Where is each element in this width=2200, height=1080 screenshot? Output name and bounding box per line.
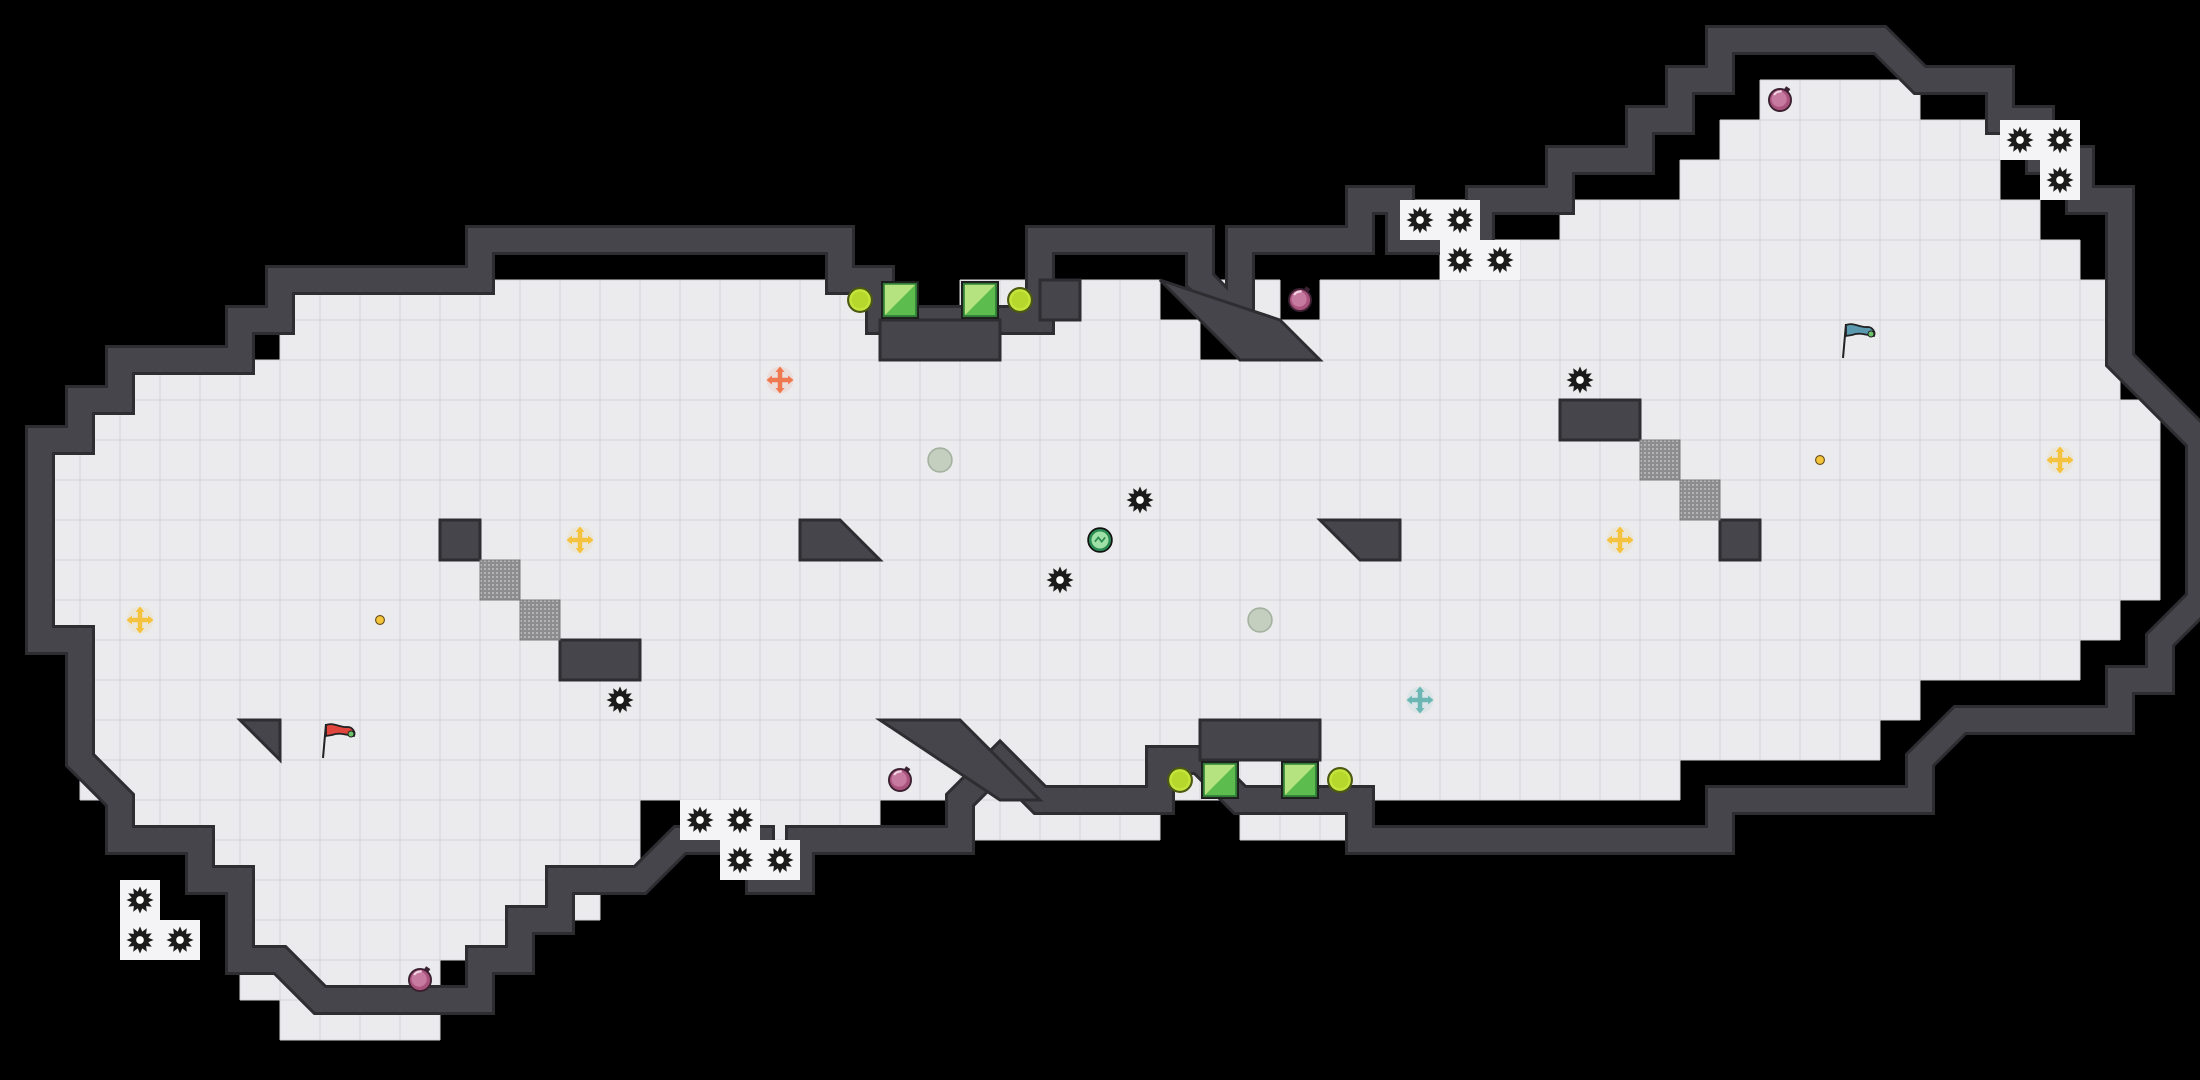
powerup-icon (1087, 527, 1113, 553)
game-pieces (120, 85, 2080, 993)
bomb-icon (1287, 285, 1313, 313)
boost-pad-icon (847, 287, 873, 313)
gate-tile-icon (961, 281, 999, 319)
spawn-marker-icon (1606, 526, 1634, 554)
gate-tile-icon (881, 281, 919, 319)
spawn-marker-icon (2046, 446, 2074, 474)
spawn-marker-icon (766, 366, 794, 394)
boost-pad-icon (1167, 767, 1193, 793)
floor-grid (39, 79, 2161, 1041)
spawn-marker-icon (566, 526, 594, 554)
spawn-marker-icon (1406, 686, 1434, 714)
portal-icon (375, 615, 385, 625)
toggle-button-icon (1247, 607, 1273, 633)
boost-pad-icon (1327, 767, 1353, 793)
boost-pad-icon (1007, 287, 1033, 313)
gate-tile-icon (1201, 761, 1239, 799)
spawn-marker-icon (126, 606, 154, 634)
portal-icon (1815, 455, 1825, 465)
grate-tiles (479, 439, 1721, 641)
gate-tile-icon (1281, 761, 1319, 799)
toggle-button-icon (927, 447, 953, 473)
